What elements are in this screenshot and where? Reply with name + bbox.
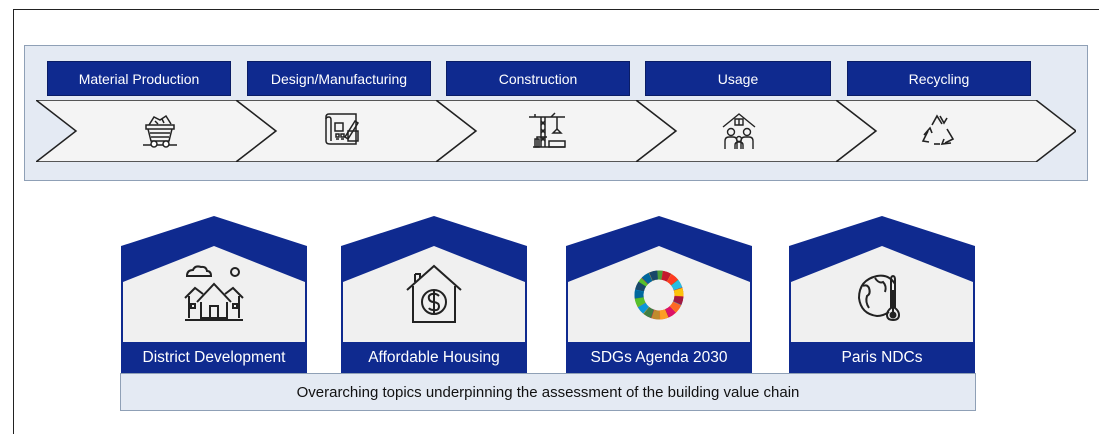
topic-card-district-development: District Development (121, 216, 307, 373)
topic-card-affordable-housing: Affordable Housing (341, 216, 527, 373)
footer-caption: Overarching topics underpinning the asse… (120, 373, 976, 411)
recycle-icon (921, 114, 955, 145)
topic-card-paris-ndcs: Paris NDCs (789, 216, 975, 373)
topic-label-district-development: District Development (121, 342, 307, 373)
stage-label-design-manufacturing: Design/Manufacturing (247, 61, 431, 96)
stage-label-usage: Usage (645, 61, 831, 96)
chevron-stage-1 (36, 100, 276, 162)
chevron-stage-5 (836, 100, 1076, 162)
family-house-icon (722, 113, 756, 149)
district-houses-icon (184, 265, 244, 321)
chevron-stage-4 (636, 100, 876, 162)
globe-thermometer-icon (857, 274, 901, 322)
diagram-frame (13, 9, 1099, 434)
dollar-house-icon (406, 264, 462, 323)
crane-icon (529, 112, 566, 148)
stage-label-construction: Construction (446, 61, 630, 96)
blueprint-icon (325, 113, 360, 145)
topic-label-sdgs-agenda-2030: SDGs Agenda 2030 (566, 342, 752, 373)
topic-card-sdgs-agenda-2030: SDGs Agenda 2030 (566, 216, 752, 373)
topic-label-paris-ndcs: Paris NDCs (789, 342, 975, 373)
sdg-wheel-icon (634, 270, 684, 320)
topic-label-affordable-housing: Affordable Housing (341, 342, 527, 373)
stage-label-recycling: Recycling (847, 61, 1031, 96)
mine-cart-icon (143, 114, 177, 148)
stage-label-material-production: Material Production (47, 61, 231, 96)
